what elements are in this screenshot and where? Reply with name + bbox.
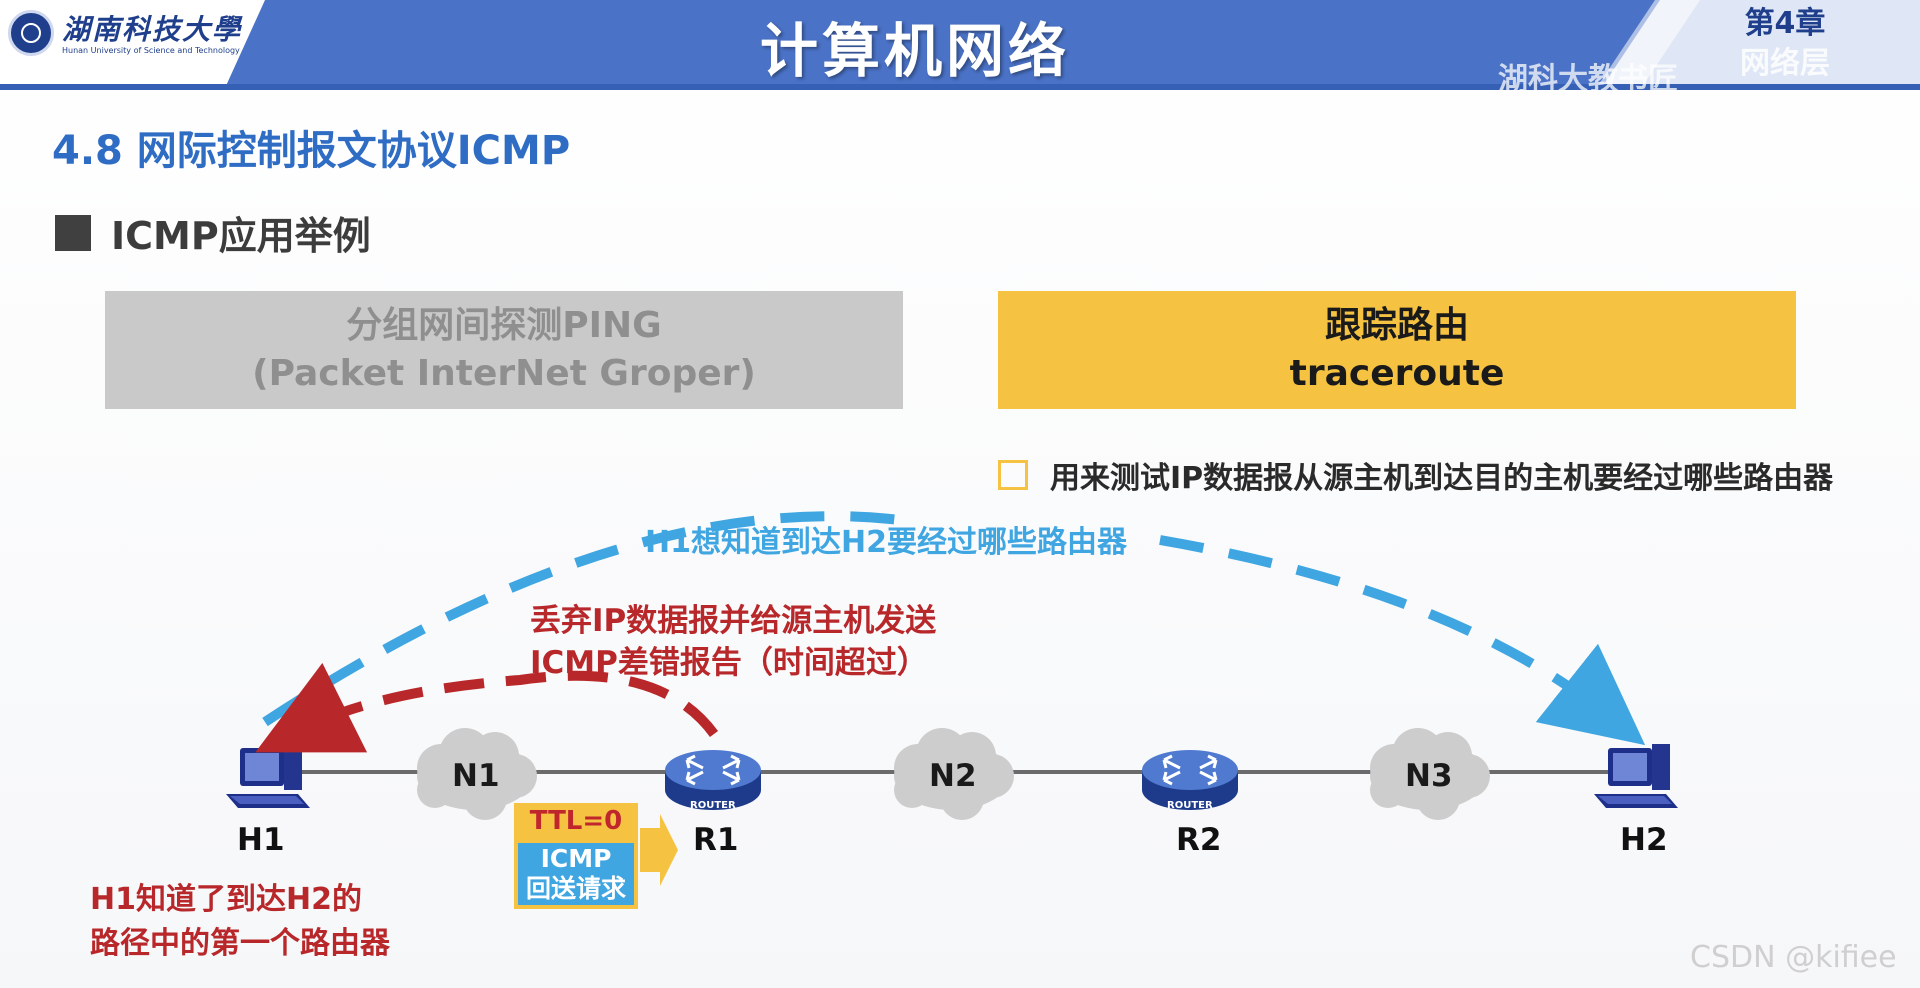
subsection-title-text: ICMP应用举例 <box>111 214 371 258</box>
university-logo: 湖南科技大學 Hunan University of Science and T… <box>0 0 250 88</box>
ping-box-title: 分组网间探测PING <box>346 305 662 346</box>
blue-caption: H1想知道到达H2要经过哪些路由器 <box>645 525 1127 560</box>
host-label-h1: H1 <box>237 822 285 858</box>
traceroute-box-subtitle: traceroute <box>1289 353 1505 394</box>
red-caption-line1: 丢弃IP数据报并给源主机发送 <box>530 603 937 639</box>
router-label-r1: R1 <box>693 822 739 858</box>
chapter-number: 第4章 <box>1744 6 1826 41</box>
red-dashed-arrow <box>255 662 719 753</box>
computer-h2-icon <box>1594 744 1678 808</box>
course-title: 计算机网络 <box>760 17 1071 85</box>
host-label-h2: H2 <box>1620 822 1668 858</box>
cloud-label-n3: N3 <box>1405 758 1453 794</box>
header-decoration <box>0 0 1920 90</box>
red-caption: 丢弃IP数据报并给源主机发送 ICMP差错报告（时间超过） <box>530 600 936 684</box>
packet-ttl-label: TTL=0 <box>514 803 638 839</box>
header-bar: 湖南科技大學 Hunan University of Science and T… <box>0 0 1920 97</box>
csdn-watermark: CSDN @kifiee <box>1690 940 1897 975</box>
chapter-label: 第4章 网络层 <box>1740 4 1830 84</box>
university-motto: 唯实惟新 至诚致志 <box>18 70 137 83</box>
university-seal-icon <box>8 10 54 56</box>
router-r1-caption: ROUTER <box>690 800 736 811</box>
square-bullet-icon <box>55 214 91 251</box>
university-name-cn: 湖南科技大學 <box>62 13 243 46</box>
packet-arrow-icon <box>640 814 678 886</box>
router-r2-caption: ROUTER <box>1167 800 1213 811</box>
university-name-en: Hunan University of Science and Technolo… <box>62 46 240 55</box>
header-watermark: 湖科大教书匠 <box>1498 62 1678 97</box>
traceroute-note: 用来测试IP数据报从源主机到达目的主机要经过哪些路由器 <box>998 453 1833 497</box>
red-caption-line2: ICMP差错报告（时间超过） <box>530 645 928 681</box>
packet-type-line2: 回送请求 <box>525 874 626 903</box>
packet-type-line1: ICMP <box>540 844 612 873</box>
traceroute-box: 跟踪路由 traceroute <box>998 291 1796 409</box>
cloud-label-n2: N2 <box>929 758 977 794</box>
chapter-name: 网络层 <box>1740 46 1830 81</box>
section-title: 4.8 网际控制报文协议ICMP <box>52 128 571 174</box>
bottom-note: H1知道了到达H2的 路径中的第一个路由器 <box>90 878 390 966</box>
bottom-note-line2: 路径中的第一个路由器 <box>90 926 390 961</box>
router-label-r2: R2 <box>1176 822 1222 858</box>
traceroute-box-title: 跟踪路由 <box>1324 305 1469 346</box>
ping-box-subtitle: (Packet InterNet Groper) <box>252 353 756 394</box>
traceroute-note-text: 用来测试IP数据报从源主机到达目的主机要经过哪些路由器 <box>1050 461 1834 496</box>
subsection-title: ICMP应用举例 <box>55 205 371 260</box>
bottom-note-line1: H1知道了到达H2的 <box>90 882 362 917</box>
ping-box: 分组网间探测PING (Packet InterNet Groper) <box>105 291 903 409</box>
packet-icmp-box: ICMP 回送请求 <box>514 839 638 909</box>
checkbox-bullet-icon <box>998 460 1028 490</box>
cloud-label-n1: N1 <box>452 758 500 794</box>
computer-h1-icon <box>226 744 310 808</box>
